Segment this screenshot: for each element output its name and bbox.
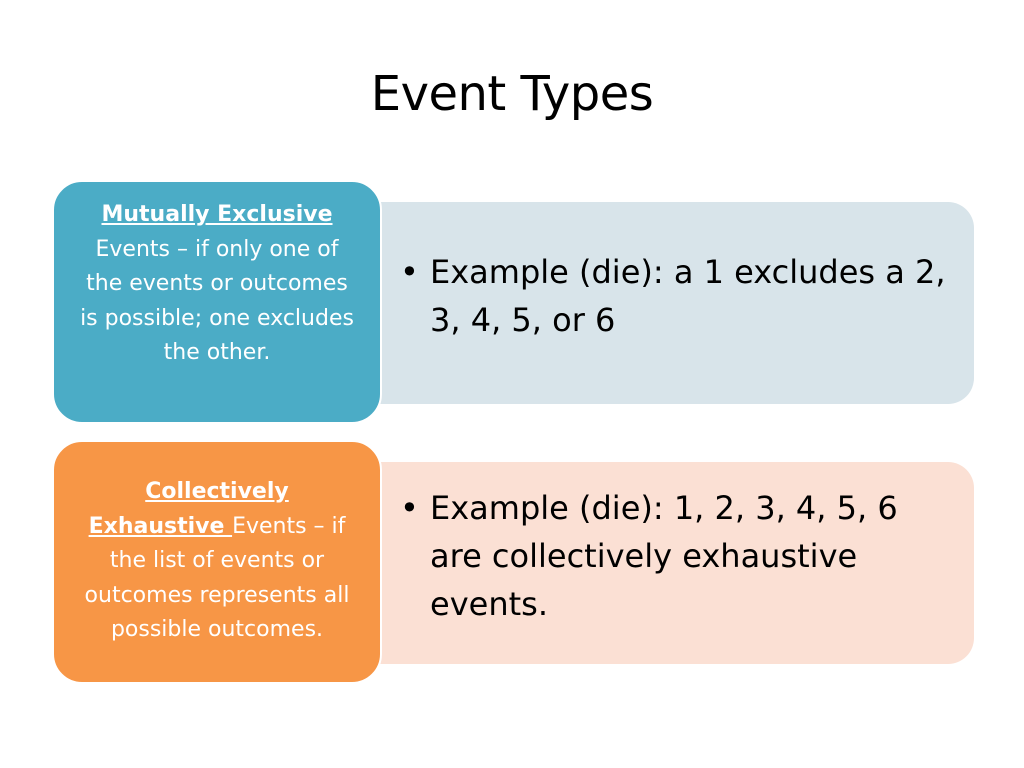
example-list: • Example (die): a 1 excludes a 2, 3, 4,… (392, 248, 958, 344)
example-panel: • Example (die): a 1 excludes a 2, 3, 4,… (340, 202, 974, 404)
term-label: Collectively Exhaustive (88, 479, 289, 539)
definition-card: Collectively Exhaustive Events – if the … (52, 440, 382, 684)
example-text: Example (die): 1, 2, 3, 4, 5, 6 are coll… (430, 489, 898, 623)
definition-text: Events – if only one of the events or ou… (80, 236, 354, 366)
list-item: • Example (die): 1, 2, 3, 4, 5, 6 are co… (392, 484, 958, 628)
list-item: • Example (die): a 1 excludes a 2, 3, 4,… (392, 248, 958, 344)
bullet-icon: • (400, 489, 419, 527)
example-text: Example (die): a 1 excludes a 2, 3, 4, 5… (430, 253, 946, 339)
definition-card: Mutually Exclusive Events – if only one … (52, 180, 382, 424)
collectively-exhaustive-row: • Example (die): 1, 2, 3, 4, 5, 6 are co… (0, 440, 1024, 686)
term-label: Mutually Exclusive (101, 202, 333, 227)
mutually-exclusive-row: • Example (die): a 1 excludes a 2, 3, 4,… (0, 180, 1024, 426)
example-panel: • Example (die): 1, 2, 3, 4, 5, 6 are co… (340, 462, 974, 664)
slide-title: Event Types (370, 66, 654, 122)
definition-text: Events – if the list of events or outcom… (84, 513, 350, 643)
example-list: • Example (die): 1, 2, 3, 4, 5, 6 are co… (392, 484, 958, 628)
bullet-icon: • (400, 253, 419, 291)
